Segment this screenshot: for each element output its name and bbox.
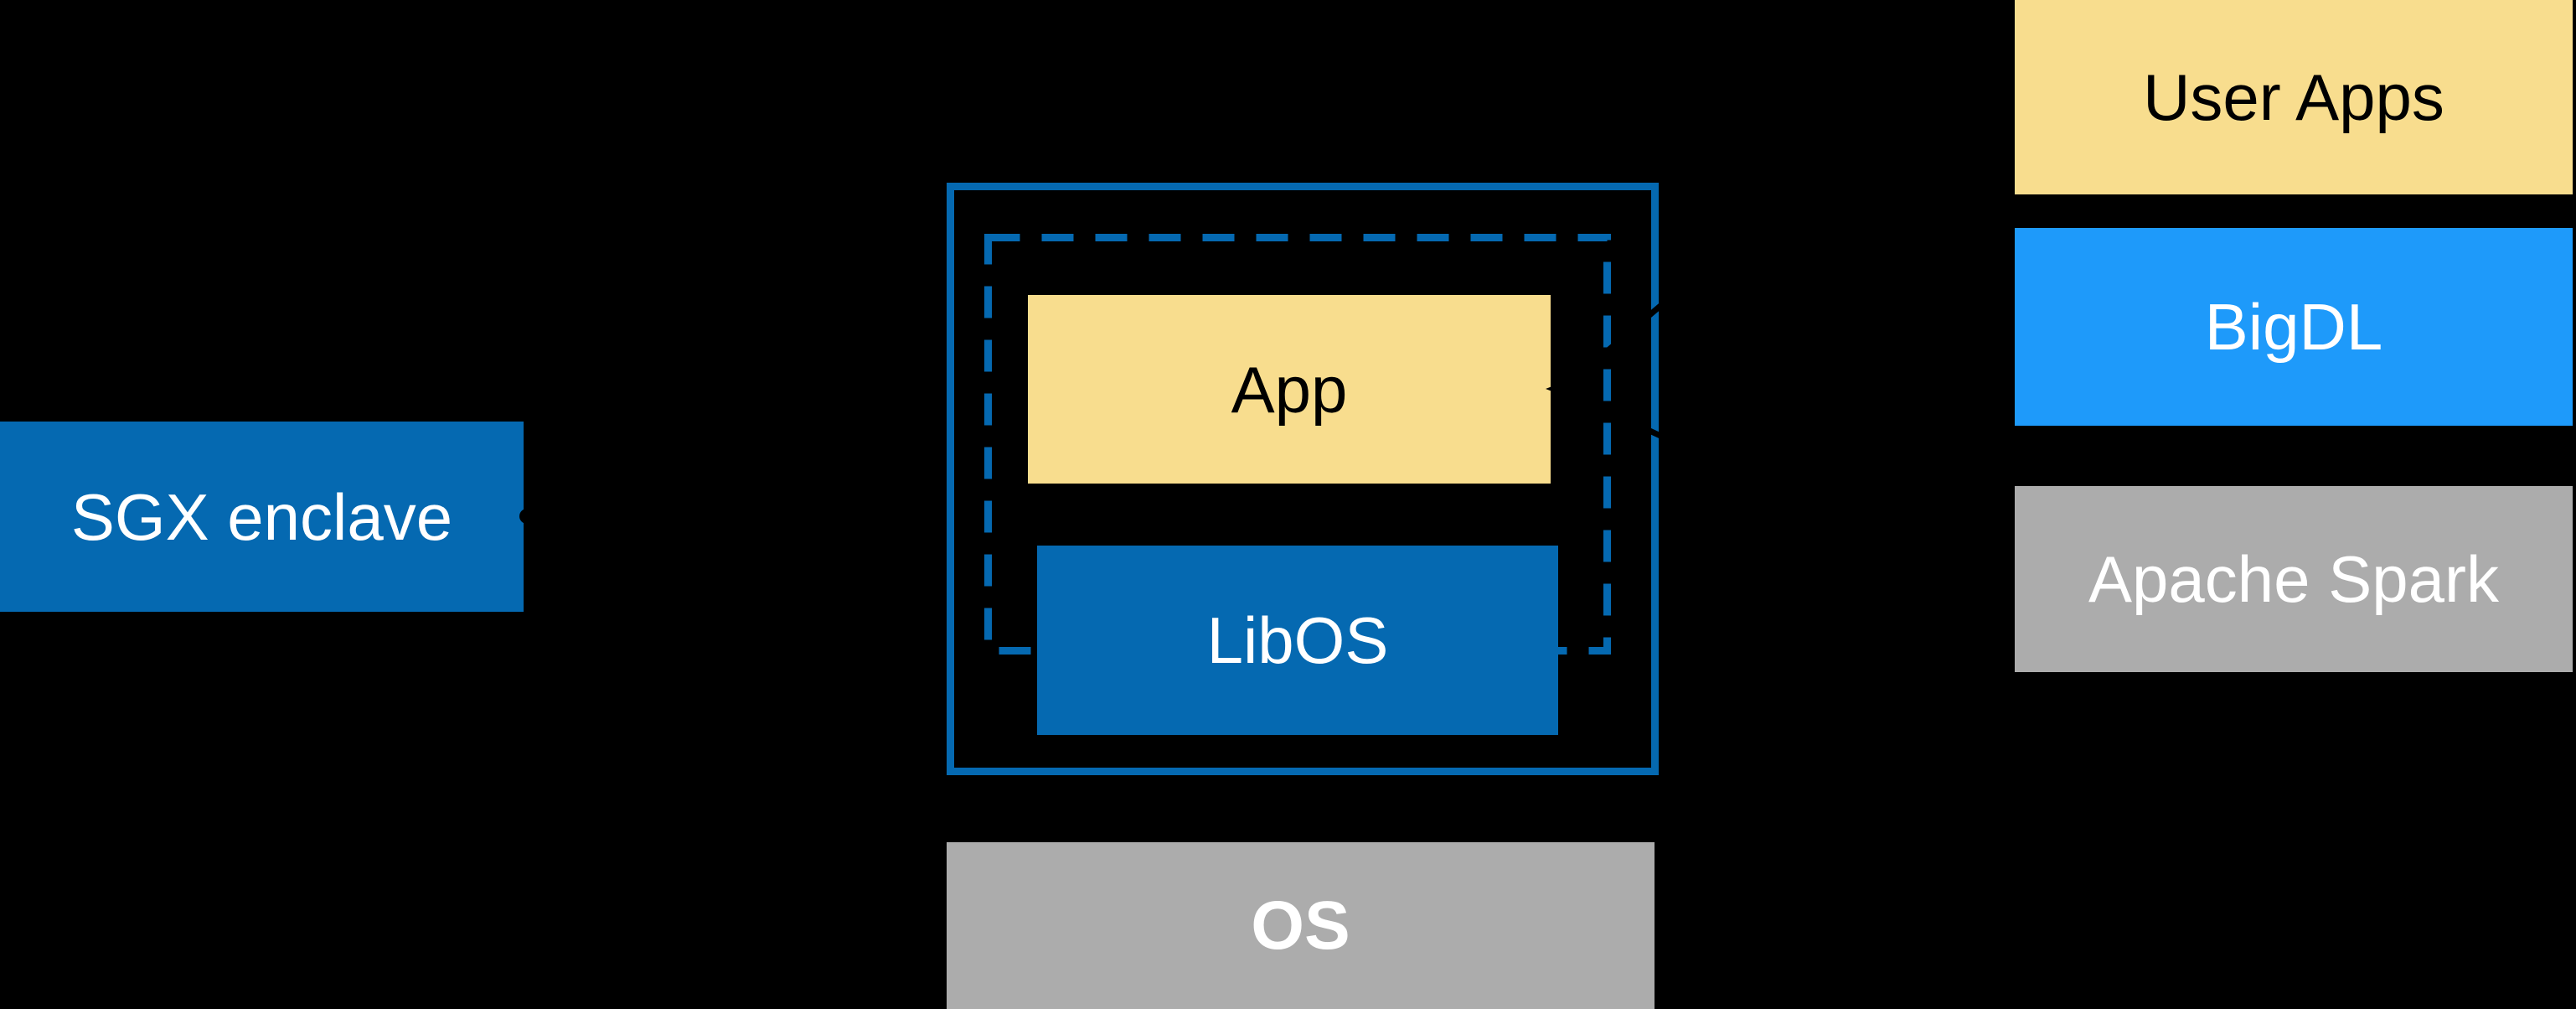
stack-bigdl-box: BigDL: [2015, 228, 2573, 426]
stack-user-apps-box: User Apps: [2015, 0, 2573, 194]
bigdl-label: BigDL: [2204, 290, 2383, 364]
user-apps-label: User Apps: [2143, 60, 2444, 134]
sgx-enclave-box: SGX enclave: [0, 422, 524, 612]
stack-to-app-upper-line: [1564, 9, 2010, 388]
os-box: OS: [947, 842, 1655, 1009]
app-box: App: [1028, 295, 1551, 484]
apache-spark-label: Apache Spark: [2088, 542, 2499, 616]
host-solid-border: [947, 183, 1659, 775]
stack-to-app-lower-line: [1565, 389, 2009, 600]
libos-label: LibOS: [1206, 603, 1389, 677]
app-label: App: [1231, 352, 1348, 427]
sgx-enclave-label: SGX enclave: [70, 479, 453, 554]
libos-box: LibOS: [1037, 546, 1558, 735]
stack-apache-spark-box: Apache Spark: [2015, 486, 2573, 672]
os-label: OS: [1251, 887, 1350, 964]
sgx-leader-dot: [519, 509, 534, 524]
left-arrowhead-icon: [1546, 376, 1578, 401]
